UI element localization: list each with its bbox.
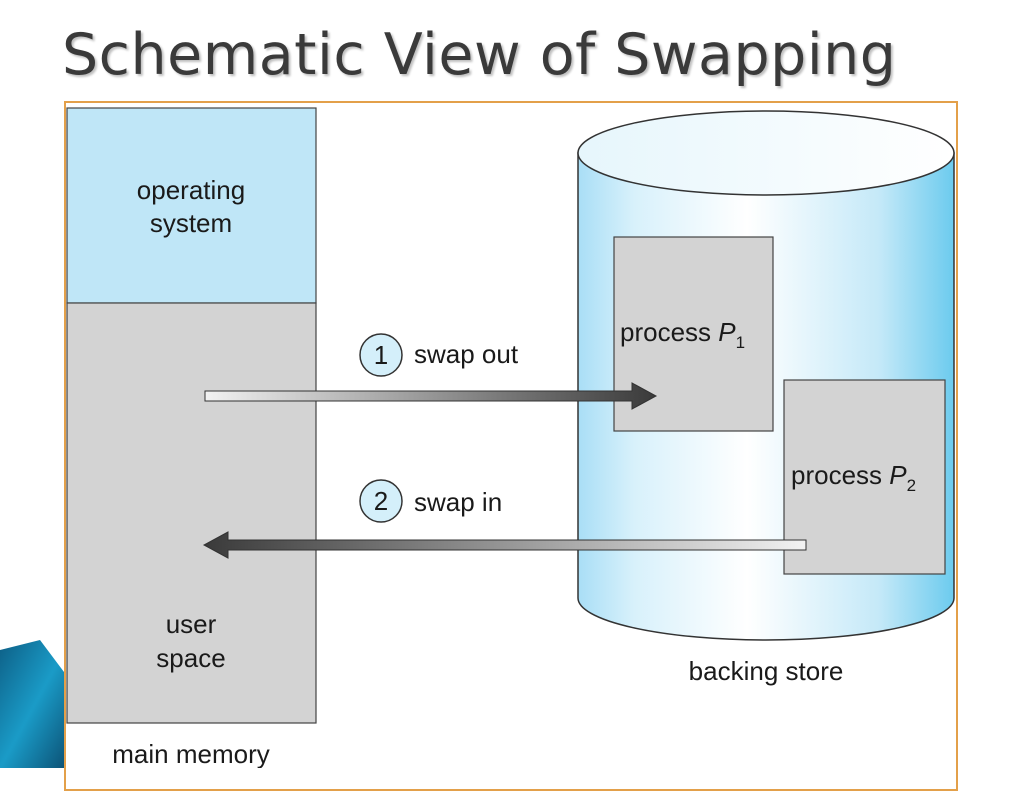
process-p2: process P2 <box>783 379 946 575</box>
process-p2-prefix: process <box>791 460 889 490</box>
step-2-number: 2 <box>374 486 388 516</box>
step-2-label: swap in <box>414 487 502 517</box>
main-memory-label: main memory <box>112 739 269 768</box>
os-label-line2: system <box>150 208 232 238</box>
os-region <box>66 107 317 304</box>
main-memory: operating system user space main memory <box>66 107 317 768</box>
step-1-label: swap out <box>414 339 519 369</box>
svg-text:process P1: process P1 <box>620 317 745 352</box>
slide-title: Schematic View of Swapping <box>62 22 897 88</box>
step-1: 1 swap out <box>359 333 519 377</box>
process-p1-name: P <box>718 317 736 347</box>
process-p1-subscript: 1 <box>736 333 745 352</box>
user-space-label-line2: space <box>156 643 225 673</box>
process-p2-name: P <box>889 460 907 490</box>
user-space-region <box>66 302 317 724</box>
process-p1-prefix: process <box>620 317 718 347</box>
step-2-badge <box>359 479 403 523</box>
swap-out-arrow <box>204 382 658 410</box>
backing-store-label: backing store <box>689 656 844 686</box>
corner-decoration <box>0 640 70 768</box>
process-p2-subscript: 2 <box>907 476 916 495</box>
swap-in-arrow <box>202 531 807 559</box>
os-label-line1: operating <box>137 175 245 205</box>
user-space-label-line1: user <box>166 609 217 639</box>
swapping-diagram: operating system user space main memory … <box>66 107 955 768</box>
svg-text:process P2: process P2 <box>791 460 916 495</box>
step-1-badge <box>359 333 403 377</box>
step-2: 2 swap in <box>359 479 502 523</box>
step-1-number: 1 <box>374 340 388 370</box>
